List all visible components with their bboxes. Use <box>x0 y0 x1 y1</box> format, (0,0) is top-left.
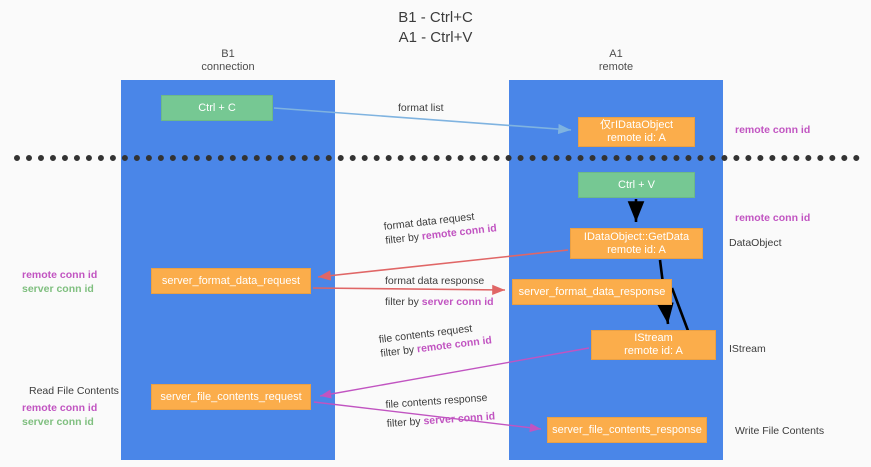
node-ctrl-v[interactable]: Ctrl + V <box>578 172 695 198</box>
node-ctrl-c[interactable]: Ctrl + C <box>161 95 273 121</box>
filter-key-server-conn-id: server conn id <box>421 296 494 308</box>
lane-header-b1-line-2: connection <box>201 61 255 73</box>
annotation-write-file-contents: Write File Contents <box>735 425 825 437</box>
node-idataobject[interactable]: 仅гIDataObject remote id: A <box>578 117 695 147</box>
edge-label-format-data-response-line1: format data response <box>385 275 485 287</box>
node-idataobject-remote-id: remote id: A <box>607 132 666 144</box>
filter-prefix: filter by <box>384 230 423 247</box>
edge-label-format-list: format list <box>398 101 444 115</box>
annotation-istream: IStream <box>729 343 766 355</box>
edge-label-file-contents-response: file contents response filter by server … <box>385 390 496 430</box>
edge-label-file-contents-response-line1: file contents response <box>385 391 488 411</box>
node-server-format-data-request[interactable]: server_format_data_request <box>151 268 311 294</box>
filter-prefix: filter by <box>386 415 424 430</box>
node-getdata-remote-id: remote id: A <box>607 243 666 256</box>
edge-label-format-data-response: format data response filter by server co… <box>385 274 494 309</box>
node-server-file-contents-response-label: server_file_contents_response <box>552 423 702 436</box>
node-istream-remote-id: remote id: A <box>624 345 683 357</box>
edge-label-format-list-text: format list <box>398 102 444 114</box>
lane-header-a1: A1 remote <box>509 48 723 74</box>
lane-header-a1-line-2: remote <box>598 61 634 73</box>
node-server-format-data-request-label: server_format_data_request <box>161 274 301 287</box>
phase-divider <box>14 155 860 161</box>
annotation-left-conn-ids-bottom: remote conn id server conn id <box>22 401 97 429</box>
lane-header-b1: B1 connection <box>121 48 335 74</box>
annotation-dataobject: DataObject <box>729 237 782 249</box>
node-server-file-contents-request[interactable]: server_file_contents_request <box>151 384 311 410</box>
node-server-file-contents-request-label: server_file_contents_request <box>160 390 302 403</box>
filter-prefix: filter by <box>385 296 422 308</box>
page-title: B1 - Ctrl+C A1 - Ctrl+V <box>0 8 871 48</box>
node-istream-label: IStream <box>634 332 673 344</box>
annotation-left-server-conn-id-1: server conn id <box>22 283 94 295</box>
node-server-format-data-response-label: server_format_data_response <box>518 285 666 298</box>
annotation-read-file-contents: Read File Contents <box>29 385 119 397</box>
edge-label-format-data-response-filter: filter by server conn id <box>385 295 494 309</box>
node-istream[interactable]: IStream remote id: A <box>591 330 716 360</box>
lane-header-b1-line-1: B1 <box>221 48 235 60</box>
edge-label-format-data-request: format data request filter by remote con… <box>383 207 497 248</box>
node-idataobject-getdata[interactable]: IDataObject::GetData remote id: A <box>570 228 703 259</box>
page-title-line-2: A1 - Ctrl+V <box>398 29 473 46</box>
annotation-remote-conn-id-mid: remote conn id <box>735 212 811 224</box>
annotation-left-server-conn-id-2: server conn id <box>22 416 94 428</box>
node-server-file-contents-response[interactable]: server_file_contents_response <box>547 417 707 443</box>
node-server-format-data-response[interactable]: server_format_data_response <box>512 279 672 305</box>
node-ctrl-v-label: Ctrl + V <box>618 178 655 191</box>
filter-key-server-conn-id: server conn id <box>423 410 496 428</box>
node-idataobject-label: 仅гIDataObject <box>599 119 674 131</box>
lane-header-a1-line-1: A1 <box>609 48 623 60</box>
filter-prefix: filter by <box>379 343 418 360</box>
edge-label-file-contents-response-filter: filter by server conn id <box>386 409 495 431</box>
annotation-left-conn-ids-top: remote conn id server conn id <box>22 268 97 296</box>
node-getdata-label: IDataObject::GetData <box>583 230 690 243</box>
annotation-left-remote-conn-id-1: remote conn id <box>22 269 98 281</box>
page-title-line-1: B1 - Ctrl+C <box>398 9 473 26</box>
annotation-left-remote-conn-id-2: remote conn id <box>22 402 98 414</box>
annotation-remote-conn-id-top: remote conn id <box>735 124 811 136</box>
node-ctrl-c-label: Ctrl + C <box>198 101 236 114</box>
edge-label-file-contents-request: file contents request filter by remote c… <box>378 319 493 360</box>
